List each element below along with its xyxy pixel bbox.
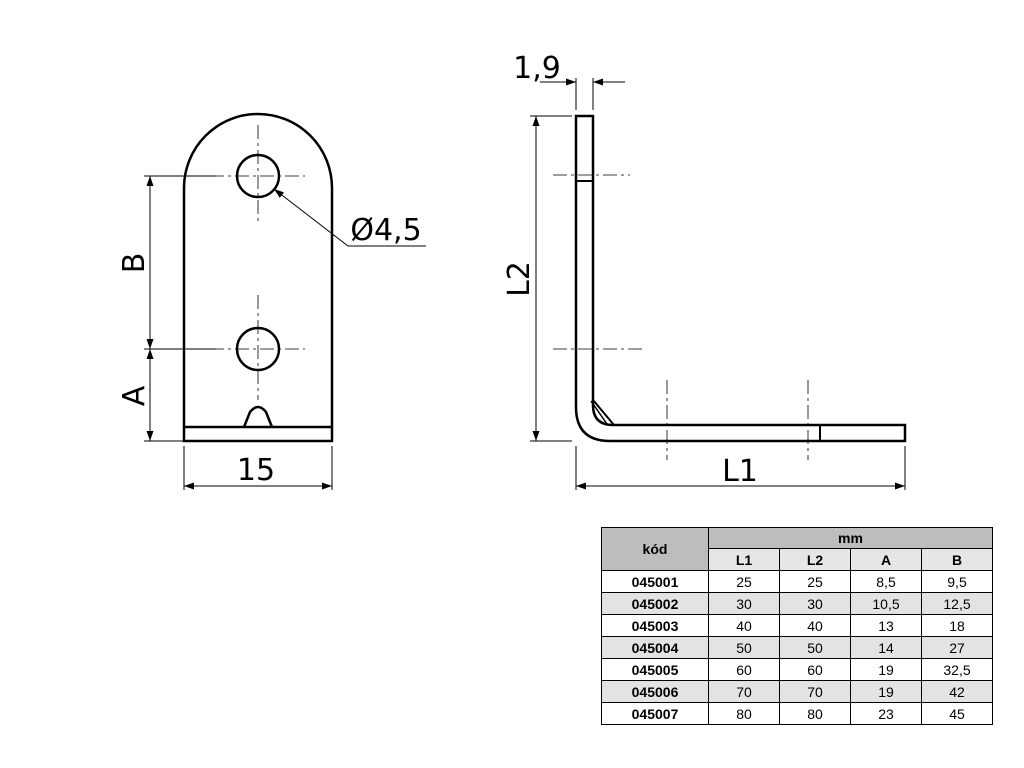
cell-a: 13	[850, 614, 922, 637]
hole-leader	[273, 188, 426, 247]
cell-l2: 80	[779, 702, 851, 725]
cell-l1: 70	[708, 680, 780, 703]
label-thickness: 1,9	[513, 51, 561, 86]
cell-b: 9,5	[921, 570, 993, 593]
label-l1: L1	[722, 454, 758, 489]
cell-b: 45	[921, 702, 993, 725]
cell-a: 14	[850, 636, 922, 659]
front-view-outline	[182, 112, 334, 443]
cell-l1: 80	[708, 702, 780, 725]
cell-b: 18	[921, 614, 993, 637]
column-header-a: A	[850, 548, 922, 571]
code-header: kód	[601, 527, 709, 571]
unit-header: mm	[708, 527, 993, 549]
label-hole-diameter: Ø4,5	[350, 213, 421, 248]
cell-l2: 40	[779, 614, 851, 637]
row-code: 045001	[601, 570, 709, 593]
table-row: 045002 30 30 10,5 12,5	[601, 592, 993, 615]
side-view-outline	[574, 114, 907, 443]
dimension-table: kód mm L1 L2 A B 045001 25 25 8,5 9,5 04…	[601, 527, 993, 725]
cell-l2: 60	[779, 658, 851, 681]
bend-notch	[242, 405, 274, 428]
cell-l1: 30	[708, 592, 780, 615]
cell-l1: 50	[708, 636, 780, 659]
row-code: 045003	[601, 614, 709, 637]
label-a: A	[117, 385, 152, 406]
side-rib-edge	[590, 400, 608, 425]
front-extension-lines	[144, 175, 333, 490]
table-row: 045001 25 25 8,5 9,5	[601, 570, 993, 593]
column-header-b: B	[921, 548, 993, 571]
cell-a: 8,5	[850, 570, 922, 593]
technical-drawing: B A 15 Ø4,5 1,9 L2 L1	[117, 51, 907, 490]
cell-l2: 50	[779, 636, 851, 659]
cell-a: 19	[850, 658, 922, 681]
cell-l2: 70	[779, 680, 851, 703]
table-row: 045006 70 70 19 42	[601, 680, 993, 703]
cell-l1: 40	[708, 614, 780, 637]
front-view: B A 15 Ø4,5	[117, 112, 426, 490]
cell-b: 12,5	[921, 592, 993, 615]
row-code: 045002	[601, 592, 709, 615]
front-centerlines	[210, 125, 305, 400]
cell-l2: 25	[779, 570, 851, 593]
table-row: 045004 50 50 14 27	[601, 636, 993, 659]
table-row: 045007 80 80 23 45	[601, 702, 993, 725]
column-header-l1: L1	[708, 548, 780, 571]
cell-l2: 30	[779, 592, 851, 615]
cell-b: 27	[921, 636, 993, 659]
label-width: 15	[237, 453, 275, 488]
side-view: 1,9 L2 L1	[502, 51, 907, 490]
table-row: 045005 60 60 19 32,5	[601, 658, 993, 681]
label-b: B	[117, 253, 152, 274]
cell-l1: 25	[708, 570, 780, 593]
cell-a: 23	[850, 702, 922, 725]
side-centerlines	[553, 174, 809, 460]
column-header-l2: L2	[779, 548, 851, 571]
table-row: 045003 40 40 13 18	[601, 614, 993, 637]
cell-l1: 60	[708, 658, 780, 681]
label-l2: L2	[502, 261, 537, 297]
row-code: 045004	[601, 636, 709, 659]
cell-b: 42	[921, 680, 993, 703]
cell-a: 10,5	[850, 592, 922, 615]
row-code: 045006	[601, 680, 709, 703]
cell-a: 19	[850, 680, 922, 703]
cell-b: 32,5	[921, 658, 993, 681]
row-code: 045005	[601, 658, 709, 681]
row-code: 045007	[601, 702, 709, 725]
side-extension-lines	[530, 78, 906, 490]
side-stiffener	[592, 399, 615, 426]
